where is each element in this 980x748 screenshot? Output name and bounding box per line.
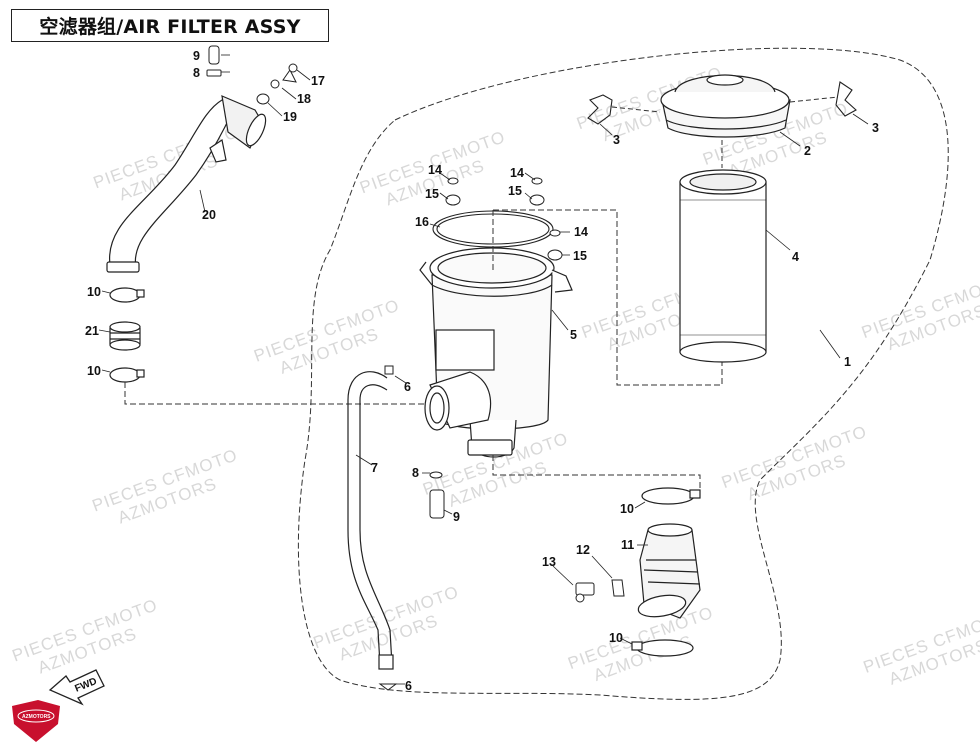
callout-20: 20	[202, 208, 216, 222]
callout-6: 6	[405, 679, 412, 693]
callout-8: 8	[412, 466, 419, 480]
callout-10: 10	[620, 502, 634, 516]
intake-boot-part	[631, 487, 701, 657]
callout-7: 7	[371, 461, 378, 475]
callout-15: 15	[573, 249, 587, 263]
assembly-boundary	[297, 47, 949, 700]
callout-10: 10	[87, 285, 101, 299]
fastener-part	[575, 579, 625, 603]
filter-housing-part	[419, 247, 573, 458]
callout-19: 19	[283, 110, 297, 124]
diagram-title: 空滤器组/AIR FILTER ASSY	[39, 16, 301, 38]
callout-17: 17	[311, 74, 325, 88]
callout-4: 4	[792, 250, 799, 264]
callout-14: 14	[428, 163, 442, 177]
nut-part	[445, 177, 563, 261]
title-box: 空滤器组/AIR FILTER ASSY	[11, 9, 329, 42]
callout-10: 10	[87, 364, 101, 378]
callout-15: 15	[425, 187, 439, 201]
callout-16: 16	[415, 215, 429, 229]
callout-9: 9	[193, 49, 200, 63]
drain-tube-part	[347, 371, 394, 670]
callout-14: 14	[510, 166, 524, 180]
logo-text: AZMOTORS	[22, 714, 51, 720]
callout-13: 13	[542, 555, 556, 569]
callout-15: 15	[508, 184, 522, 198]
callout-21: 21	[85, 324, 99, 338]
callout-labels: 1 2 3 3 4 5 6 6 7 8 8 9 9 10 10 10 10 11…	[85, 49, 879, 693]
callout-18: 18	[297, 92, 311, 106]
housing-outlet	[424, 371, 492, 431]
callout-12: 12	[576, 543, 590, 557]
callout-6: 6	[404, 380, 411, 394]
callout-2: 2	[804, 144, 811, 158]
filter-cover-part	[660, 74, 791, 138]
bolt-part	[206, 45, 298, 105]
fwd-arrow: FWD	[48, 669, 105, 706]
callout-9: 9	[453, 510, 460, 524]
brand-logo: AZMOTORS	[12, 700, 60, 742]
clamp-part	[109, 287, 145, 383]
callout-5: 5	[570, 328, 577, 342]
intake-pipe-part	[106, 95, 267, 273]
callout-8: 8	[193, 66, 200, 80]
hose-clip-part	[378, 365, 398, 691]
clip-part	[587, 81, 857, 125]
filter-element-part	[679, 169, 767, 363]
callout-14: 14	[574, 225, 588, 239]
callout-3: 3	[613, 133, 620, 147]
callout-11: 11	[621, 538, 634, 552]
callout-3: 3	[872, 121, 879, 135]
callout-1: 1	[844, 355, 851, 369]
drain-plug-part	[429, 471, 445, 519]
callout-10: 10	[609, 631, 623, 645]
